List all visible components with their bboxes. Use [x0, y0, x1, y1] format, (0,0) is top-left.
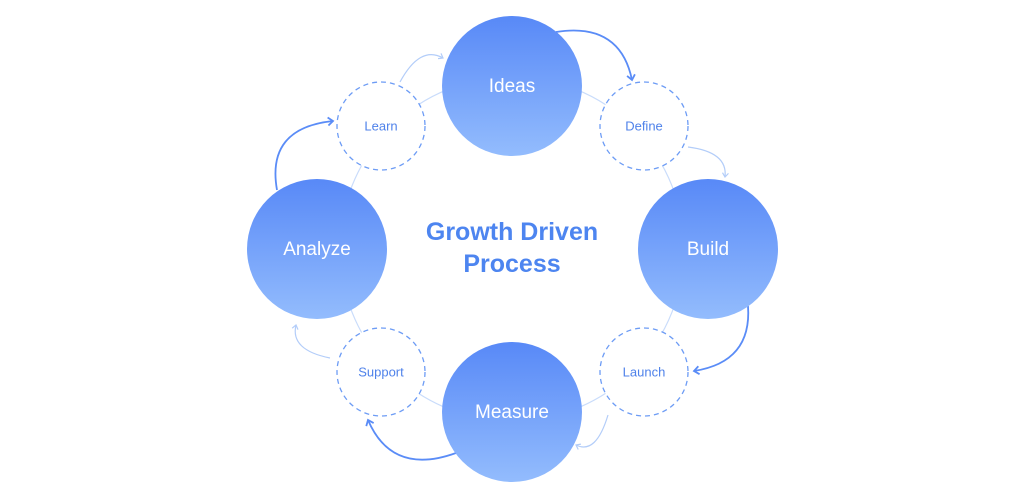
stage-label: Analyze — [283, 239, 351, 260]
arrow-learn-to-ideas — [399, 53, 444, 83]
stage-label: Build — [687, 239, 729, 260]
substep-label: Launch — [623, 364, 666, 379]
substep-label: Support — [358, 364, 404, 379]
substep-define: Define — [599, 81, 689, 171]
diagram-title-line2: Process — [463, 250, 560, 278]
stage-build: Build — [638, 179, 778, 319]
arrow-measure-to-support — [365, 418, 457, 461]
arrow-launch-to-measure — [575, 414, 609, 450]
stage-measure: Measure — [442, 342, 582, 482]
arrow-support-to-analyze — [291, 324, 331, 359]
stage-analyze: Analyze — [247, 179, 387, 319]
substep-launch: Launch — [599, 327, 689, 417]
substep-support: Support — [336, 327, 426, 417]
arrow-define-to-build — [687, 146, 729, 178]
substep-learn: Learn — [336, 81, 426, 171]
stage-label: Ideas — [489, 76, 535, 97]
arrow-analyze-to-learn — [274, 116, 335, 191]
arrow-ideas-to-define — [555, 29, 636, 82]
stage-label: Measure — [475, 402, 549, 423]
diagram-title-line1: Growth Driven — [426, 218, 598, 246]
substep-label: Learn — [364, 118, 397, 133]
arrow-build-to-launch — [692, 305, 750, 375]
stage-ideas: Ideas — [442, 16, 582, 156]
substep-label: Define — [625, 118, 663, 133]
